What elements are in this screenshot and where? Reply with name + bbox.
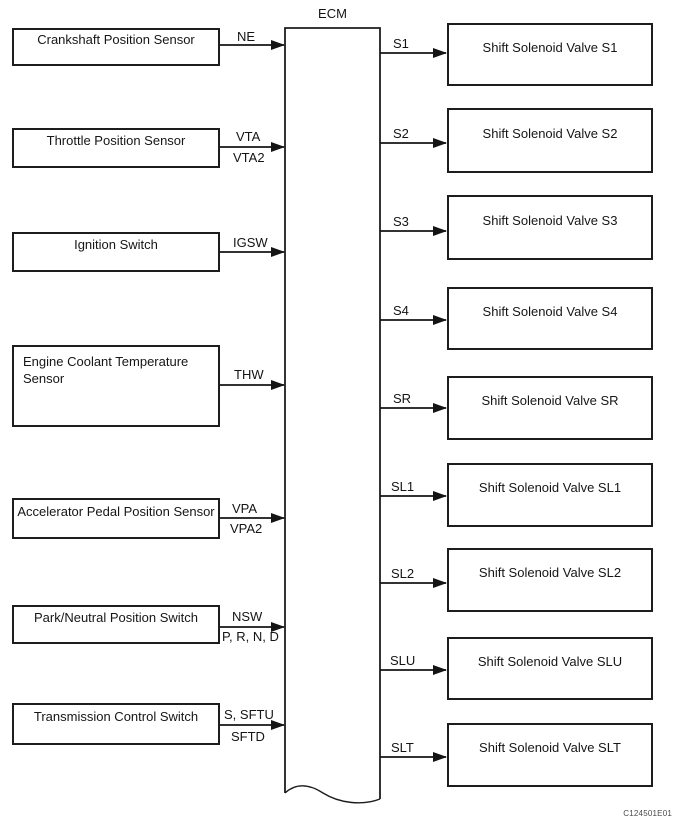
output-box-shift-solenoid-valve-sl2: Shift Solenoid Valve SL2 [447,548,653,612]
output-box-shift-solenoid-valve-s2: Shift Solenoid Valve S2 [447,108,653,173]
output-box-label: Shift Solenoid Valve S2 [482,125,618,141]
input-box-ignition-switch: Ignition Switch [12,232,220,272]
output-box-shift-solenoid-valve-slt: Shift Solenoid Valve SLT [447,723,653,787]
output-box-shift-solenoid-valve-s3: Shift Solenoid Valve S3 [447,195,653,260]
pin-label-s3: S3 [393,214,409,229]
input-box-label: Crankshaft Position Sensor [37,32,195,48]
pin-label-vpa2: VPA2 [230,521,263,536]
input-box-label: Engine Coolant Temperature Sensor [23,354,189,386]
pin-label-vpa: VPA [232,501,258,516]
input-box-accelerator-pedal-position-sensor: Accelerator Pedal Position Sensor [12,498,220,539]
pin-label-vta: VTA [236,129,261,144]
pin-label-slt: SLT [391,740,414,755]
output-box-shift-solenoid-valve-s1: Shift Solenoid Valve S1 [447,23,653,86]
pin-label-vta2: VTA2 [233,150,265,165]
input-box-transmission-control-switch: Transmission Control Switch [12,703,220,745]
pin-label-slu: SLU [390,653,416,668]
input-box-park-neutral-position-switch: Park/Neutral Position Switch [12,605,220,644]
input-box-label: Throttle Position Sensor [46,133,186,149]
output-box-label: Shift Solenoid Valve SLU [477,653,623,669]
input-box-engine-coolant-temperature-sensor: Engine Coolant Temperature Sensor [12,345,220,427]
input-box-label: Ignition Switch [74,237,158,253]
pin-label-prnd: P, R, N, D [222,629,279,644]
figure-code: C124501E01 [623,809,672,818]
pin-label-thw: THW [234,367,264,382]
pin-label-ne: NE [237,29,256,44]
pin-label-s1: S1 [393,36,409,51]
pin-label-sftd: SFTD [231,729,265,744]
input-box-label: Transmission Control Switch [33,709,199,725]
ecm-title: ECM [318,6,347,21]
output-box-shift-solenoid-valve-sl1: Shift Solenoid Valve SL1 [447,463,653,527]
output-box-label: Shift Solenoid Valve SL2 [478,565,622,581]
output-box-shift-solenoid-valve-sr: Shift Solenoid Valve SR [447,376,653,440]
pin-label-s2: S2 [393,126,409,141]
output-box-label: Shift Solenoid Valve S4 [482,303,618,319]
output-box-shift-solenoid-valve-slu: Shift Solenoid Valve SLU [447,637,653,700]
input-box-label: Park/Neutral Position Switch [33,609,198,625]
output-box-label: Shift Solenoid Valve SR [481,393,619,409]
output-box-label: Shift Solenoid Valve SLT [479,740,621,756]
output-box-label: Shift Solenoid Valve SL1 [478,480,622,496]
pin-label-sr: SR [393,391,412,406]
output-box-label: Shift Solenoid Valve S1 [482,39,618,55]
output-wires [380,48,447,762]
output-box-label: Shift Solenoid Valve S3 [482,212,618,228]
pin-label-s4: S4 [393,303,409,318]
input-box-crankshaft-position-sensor: Crankshaft Position Sensor [12,28,220,66]
pin-label-nsw: NSW [232,609,263,624]
input-wires [220,40,285,730]
pin-label-s-sftu: S, SFTU [224,707,274,722]
pin-label-igsw: IGSW [233,235,268,250]
input-box-label: Accelerator Pedal Position Sensor [17,503,215,519]
pin-label-sl2: SL2 [391,566,415,581]
pin-label-sl1: SL1 [391,479,415,494]
input-box-throttle-position-sensor: Throttle Position Sensor [12,128,220,168]
output-box-shift-solenoid-valve-s4: Shift Solenoid Valve S4 [447,287,653,350]
ecm-column-outline [284,27,381,804]
